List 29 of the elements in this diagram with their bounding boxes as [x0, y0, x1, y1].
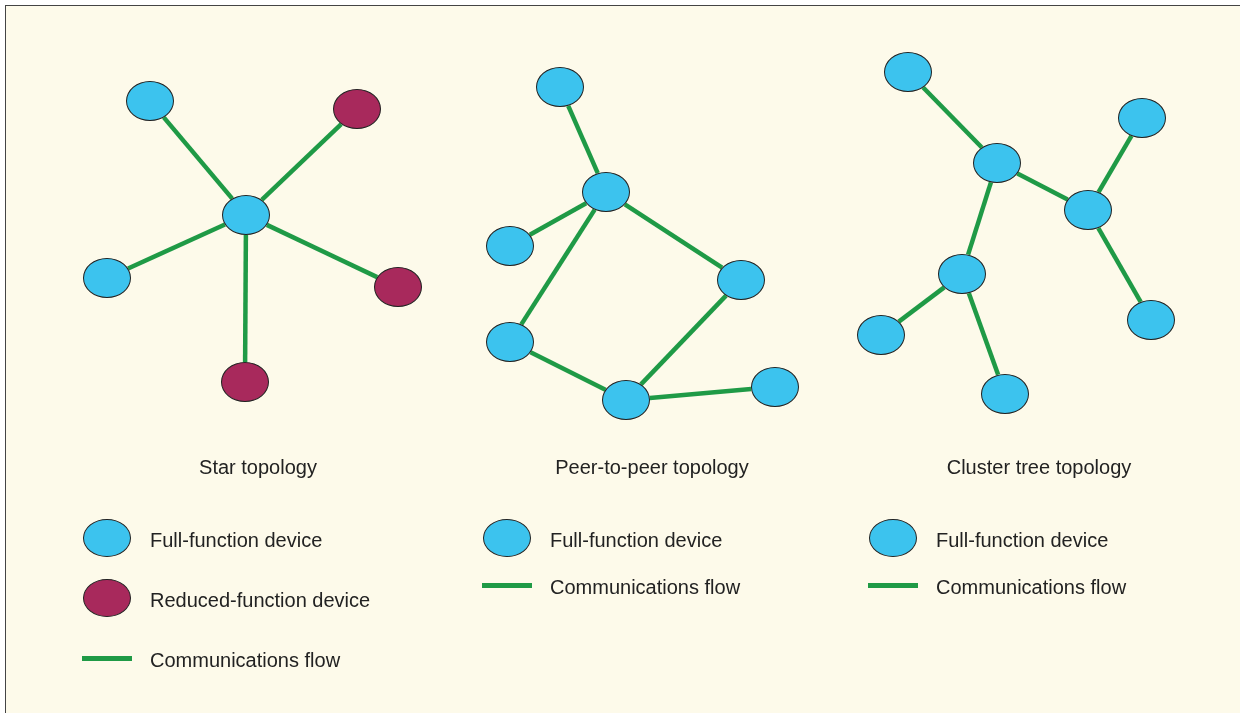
legend-text: Full-function device: [150, 528, 323, 553]
connector-line: [966, 292, 1001, 376]
connector-line: [639, 294, 728, 386]
connector-line: [566, 104, 600, 175]
connector-line: [965, 181, 994, 256]
connector-line: [1096, 134, 1134, 194]
connector-line: [265, 222, 379, 280]
connector-line: [162, 115, 234, 201]
legend-text: Full-function device: [550, 528, 723, 553]
legend-text: Communications flow: [150, 648, 341, 673]
legend-text: Communications flow: [550, 575, 741, 600]
connector-line: [529, 350, 607, 392]
connector-line: [1096, 226, 1143, 304]
connector-line: [260, 122, 343, 202]
connector-line: [242, 235, 249, 362]
topology-title: Peer-to-peer topology: [555, 455, 749, 480]
topology-title: Star topology: [199, 455, 317, 480]
connector-line: [528, 201, 588, 237]
connector-line: [897, 285, 946, 324]
connector-line: [921, 85, 984, 150]
legend-text: Communications flow: [936, 575, 1127, 600]
connector-line: [127, 222, 226, 271]
connector-line: [649, 386, 752, 401]
connector-line: [519, 208, 597, 326]
connector-line: [623, 202, 724, 270]
topology-title: Cluster tree topology: [946, 455, 1132, 480]
legend-text: Full-function device: [936, 528, 1109, 553]
legend-text: Reduced-function device: [150, 588, 371, 613]
connector-line: [1016, 171, 1069, 202]
